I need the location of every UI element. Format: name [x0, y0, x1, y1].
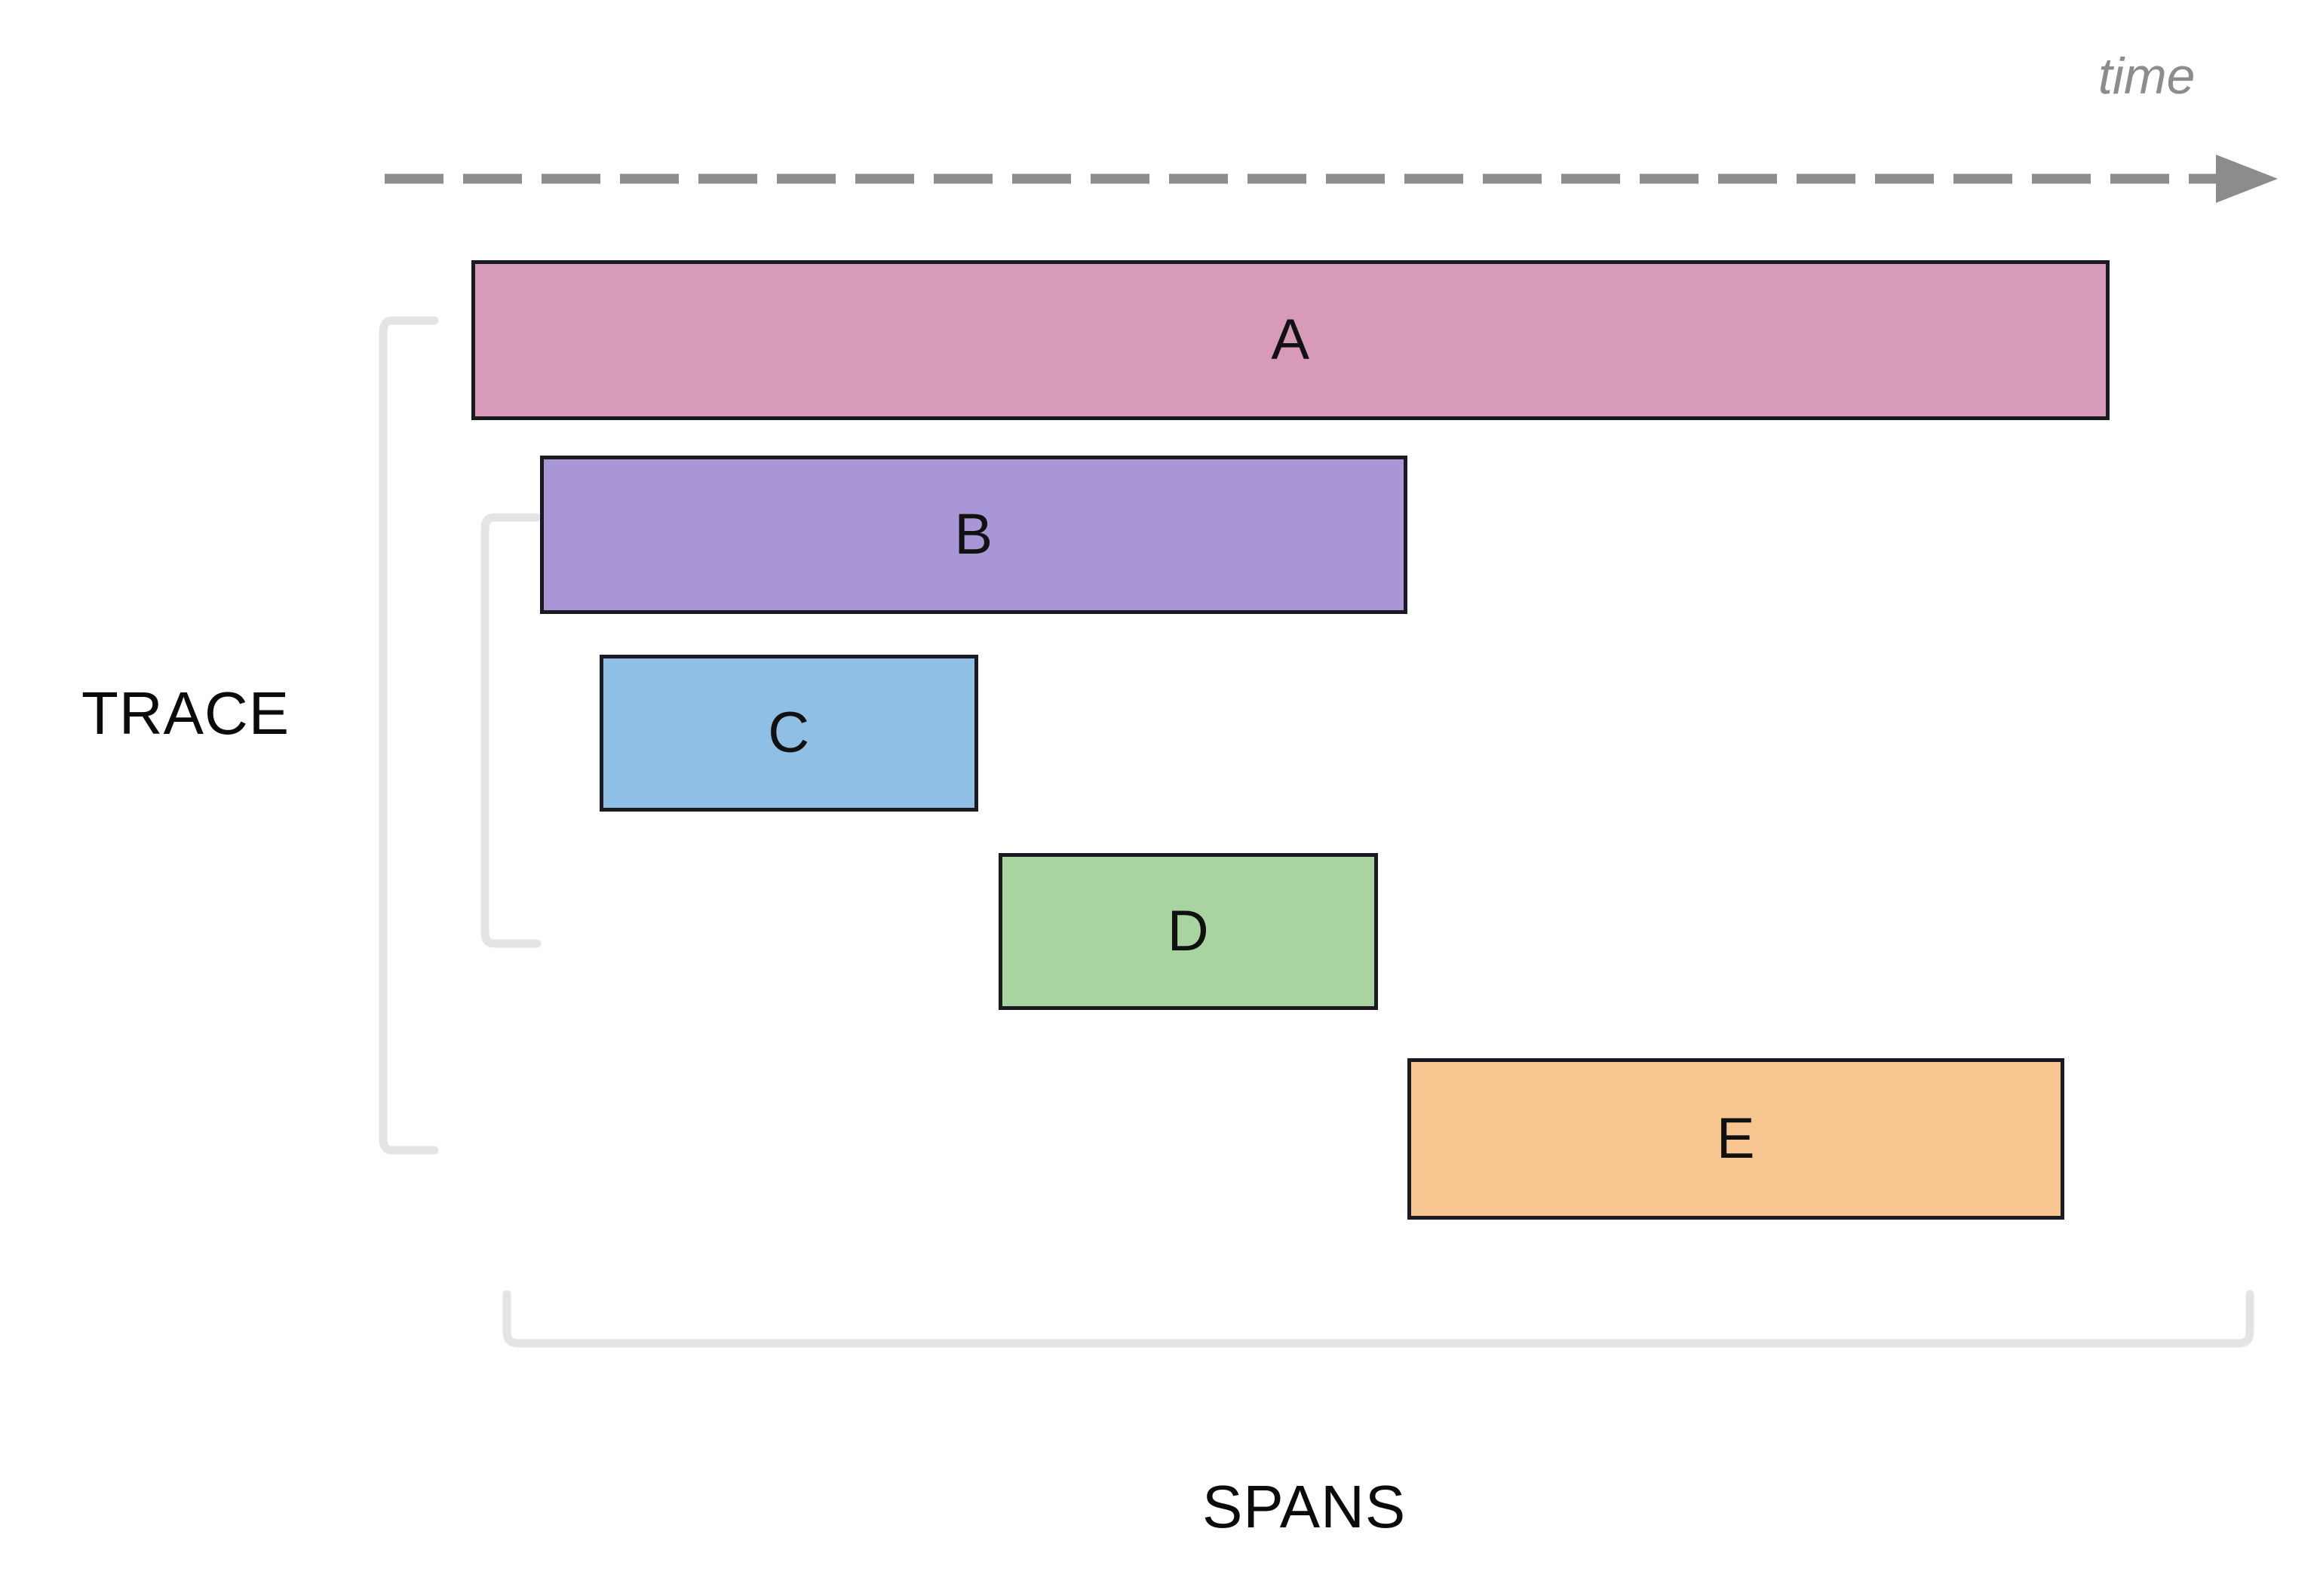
time-axis-arrow	[385, 155, 2278, 203]
trace-outer-bracket	[379, 316, 439, 1155]
span-label-d: D	[1167, 899, 1210, 963]
span-label-c: C	[768, 701, 810, 765]
span-label-e: E	[1716, 1106, 1756, 1171]
time-axis-arrowhead	[2216, 155, 2278, 203]
spans-bracket	[502, 1290, 2254, 1348]
trace-group-label: TRACE	[81, 680, 290, 747]
span-label-a: A	[1271, 308, 1310, 372]
spans-group-label: SPANS	[1202, 1473, 1407, 1540]
span-bar-b[interactable]: B	[540, 456, 1407, 614]
span-bar-a[interactable]: A	[471, 260, 2110, 420]
span-bar-d[interactable]: D	[999, 853, 1378, 1010]
span-label-b: B	[954, 502, 993, 566]
trace-inner-bracket	[480, 513, 542, 948]
span-bar-c[interactable]: C	[600, 655, 978, 812]
span-bar-e[interactable]: E	[1407, 1058, 2064, 1220]
time-axis-label: time	[2098, 48, 2196, 105]
